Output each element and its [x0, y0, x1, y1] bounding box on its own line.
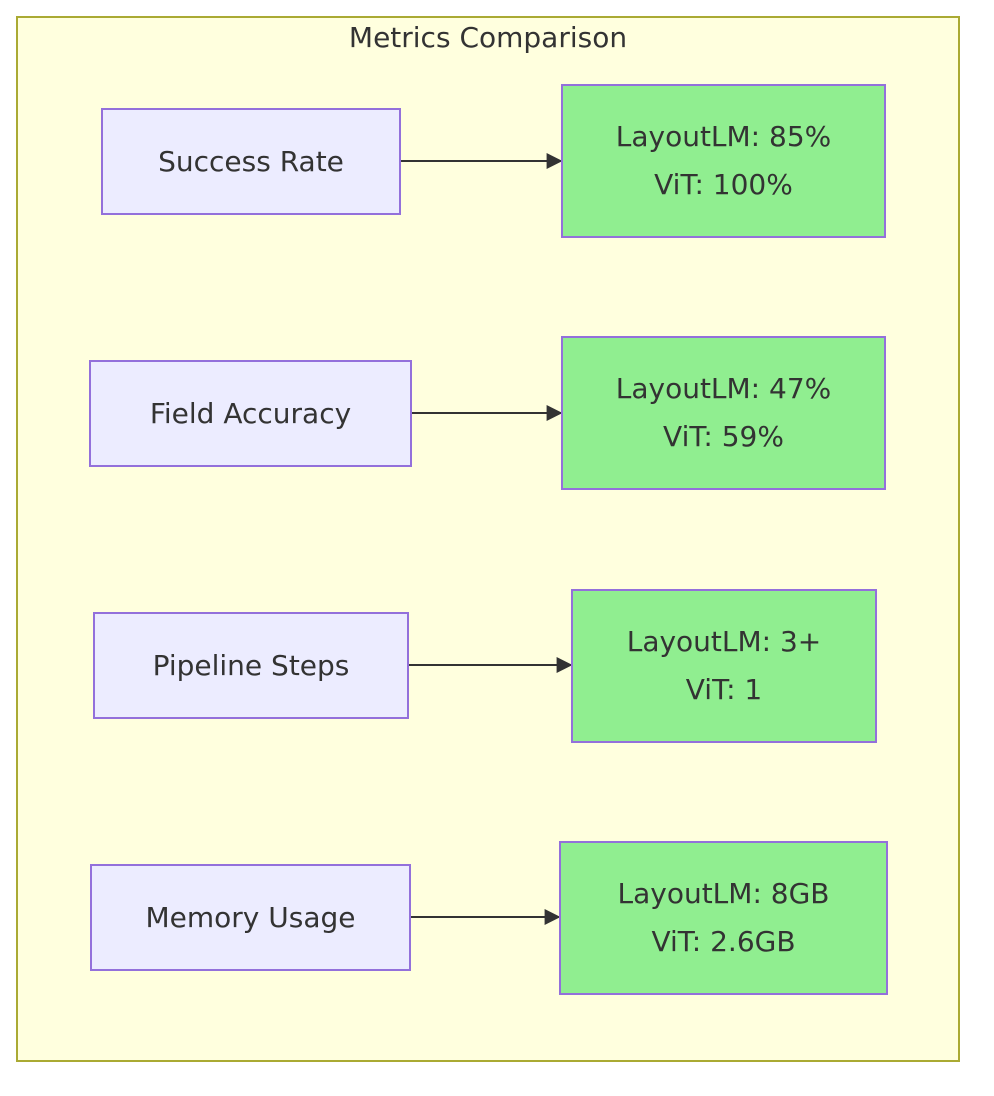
- result-vit: ViT: 59%: [663, 420, 784, 453]
- result-success-rate: LayoutLM: 85% ViT: 100%: [561, 84, 886, 238]
- node-success-rate: Success Rate: [101, 108, 401, 215]
- result-layoutlm: LayoutLM: 85%: [615, 120, 832, 153]
- result-pipeline-steps: LayoutLM: 3+ ViT: 1: [571, 589, 877, 743]
- cluster-title: Metrics Comparison: [348, 21, 628, 54]
- result-layoutlm: LayoutLM: 47%: [615, 372, 832, 405]
- result-field-accuracy: LayoutLM: 47% ViT: 59%: [561, 336, 886, 490]
- node-memory-usage: Memory Usage: [90, 864, 411, 971]
- node-field-accuracy: Field Accuracy: [89, 360, 412, 467]
- result-vit: ViT: 100%: [654, 168, 793, 201]
- node-pipeline-steps: Pipeline Steps: [93, 612, 409, 719]
- node-label: Memory Usage: [145, 900, 356, 934]
- node-label: Success Rate: [158, 144, 344, 178]
- result-layoutlm: LayoutLM: 3+: [626, 625, 822, 658]
- result-memory-usage: LayoutLM: 8GB ViT: 2.6GB: [559, 841, 888, 995]
- node-label: Field Accuracy: [149, 396, 352, 430]
- result-vit: ViT: 1: [685, 673, 763, 706]
- result-vit: ViT: 2.6GB: [651, 925, 796, 958]
- result-layoutlm: LayoutLM: 8GB: [617, 877, 830, 910]
- node-label: Pipeline Steps: [152, 648, 350, 682]
